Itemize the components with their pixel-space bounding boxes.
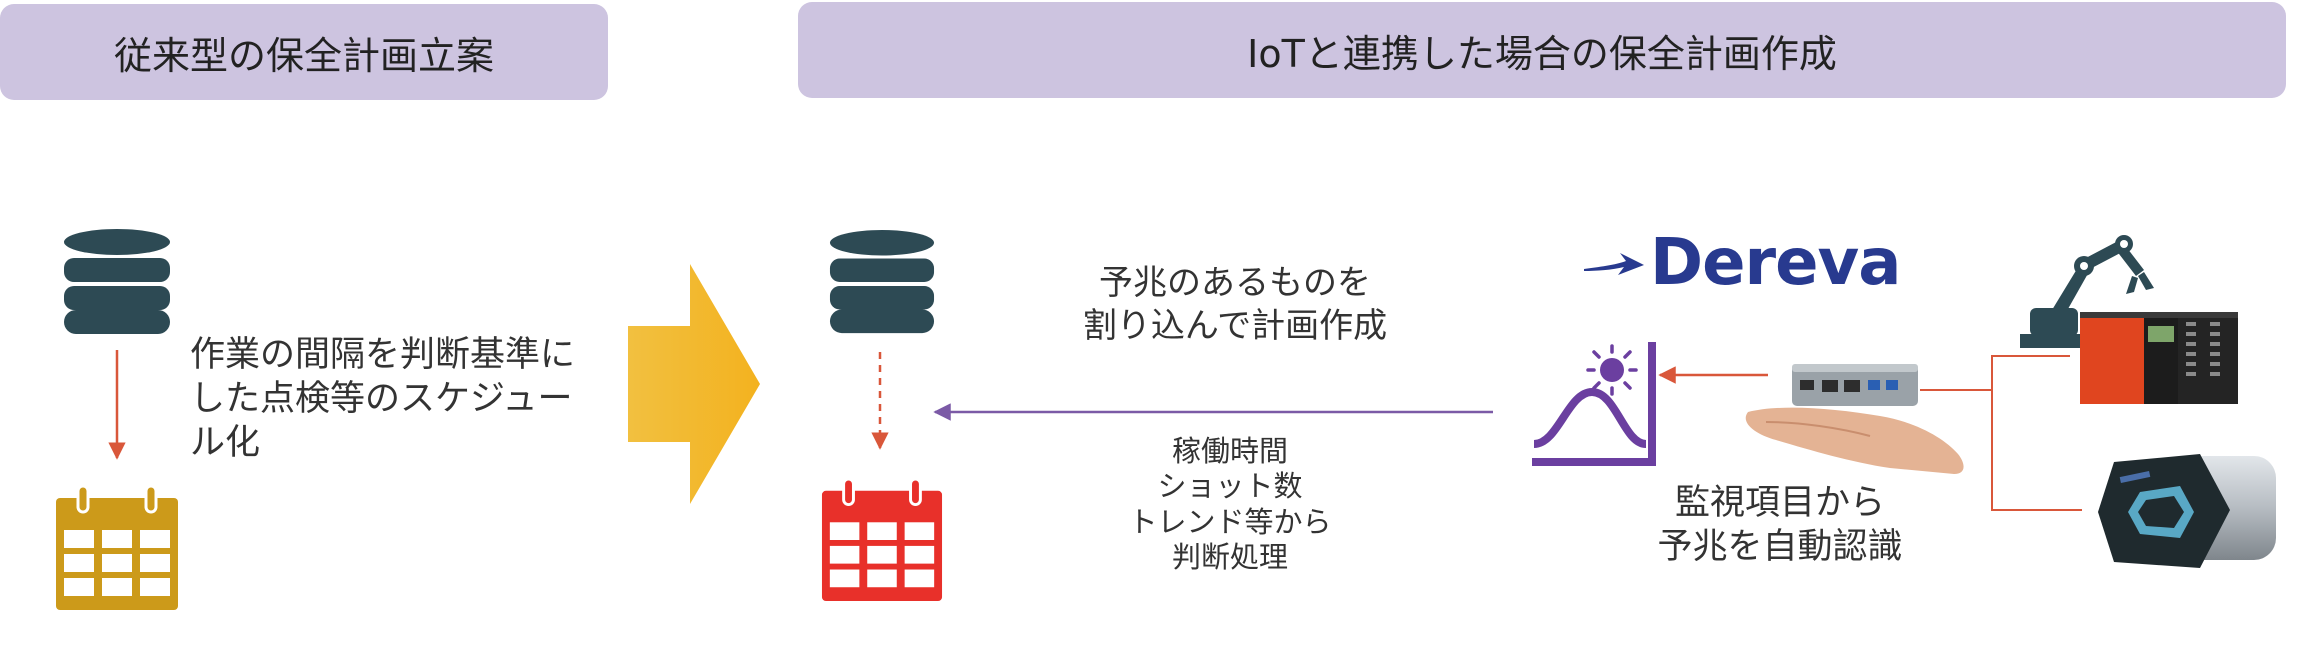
top-caption: 予兆のあるものを 割り込んで計画作成 (1060, 262, 1410, 347)
bottom-caption: 稼働時間 ショット数 トレンド等から 判断処理 (1080, 434, 1380, 576)
arrow-right-icon (628, 264, 760, 504)
prediction-chart-icon (1532, 342, 1656, 466)
calendar-icon (821, 477, 943, 602)
top-caption-line: 予兆のあるものを (1099, 263, 1371, 303)
left-description-line: 作業の間隔を判断基準に (190, 335, 576, 375)
control-panel (2080, 312, 2238, 404)
dereva-logo: Dereva (1582, 226, 1901, 300)
logo-text: Dereva (1650, 226, 1901, 300)
logo-arrow-icon (1584, 253, 1644, 275)
bottom-caption-line: 稼働時間 (1171, 434, 1288, 468)
virus-icon (1586, 344, 1638, 396)
detect-caption-line: 監視項目から (1674, 483, 1885, 523)
calendar-icon (56, 484, 178, 610)
left-description-line: ル化 (190, 422, 261, 463)
header-left-banner: 従来型の保全計画立案 (0, 4, 608, 100)
header-right-banner: IoTと連携した場合の保全計画作成 (798, 2, 2286, 98)
industrial-robot-icon (2020, 235, 2238, 404)
sensor-icon (2098, 454, 2276, 568)
header-left-title: 従来型の保全計画立案 (113, 33, 494, 78)
database-icon (64, 229, 170, 334)
detect-caption: 監視項目から 予兆を自動認識 (1640, 482, 1920, 570)
machine-bracket-connector (1920, 355, 2070, 391)
left-description: 作業の間隔を判断基準に した点検等のスケジュー ル化 (190, 334, 575, 465)
top-caption-line: 割り込んで計画作成 (1082, 305, 1388, 346)
bottom-caption-line: 判断処理 (1171, 540, 1288, 575)
detect-caption-line: 予兆を自動認識 (1657, 526, 1903, 567)
bottom-caption-line: ショット数 (1157, 469, 1303, 504)
bottom-caption-line: トレンド等から (1128, 504, 1332, 539)
sensor-bracket-connector (1991, 390, 2082, 511)
edge-device-icon (1745, 364, 1964, 474)
left-description-line: した点検等のスケジュー (190, 378, 573, 419)
header-right-title: IoTと連携した場合の保全計画作成 (1247, 31, 1837, 76)
database-icon (829, 229, 935, 334)
